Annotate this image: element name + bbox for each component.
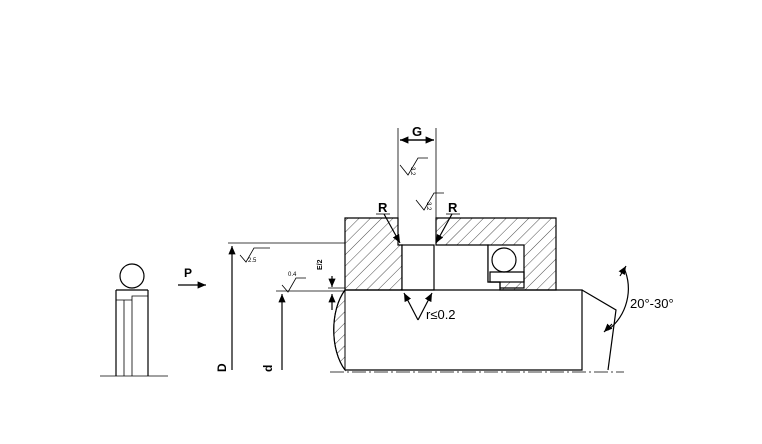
pressure-label: P (184, 266, 192, 280)
chamfer-angle-label: 20°-30° (630, 296, 674, 311)
bore-diameter-label: D (215, 363, 229, 372)
roughness-groove-flank-right: 3.2 (425, 202, 431, 211)
rod-diameter-label: d (261, 365, 275, 372)
pressure-arrow: P (178, 266, 206, 289)
roughness-groove-bottom: 2.5 (248, 258, 257, 264)
roughness-symbols: 3.2 3.2 2.5 0.4 (239, 157, 444, 293)
gap-width-label: G (412, 124, 422, 139)
dimension-lines (228, 128, 629, 370)
roughness-groove-flank: 3.2 (409, 167, 415, 176)
rod (330, 288, 624, 373)
radius-label-right: R (448, 200, 458, 215)
roughness-rod-surface: 0.4 (288, 272, 297, 278)
extrusion-gap-label: E/2 (317, 259, 324, 270)
corner-radius-label: r≤0.2 (426, 307, 456, 322)
radius-label-left: R (378, 200, 388, 215)
seal-symbol (100, 263, 168, 377)
housing (344, 217, 557, 291)
